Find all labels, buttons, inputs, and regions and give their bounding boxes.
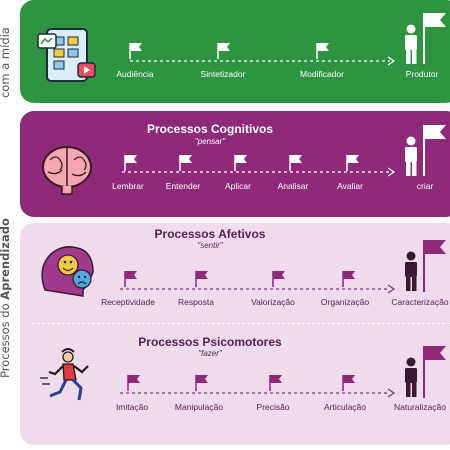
- cognitive-step-label: Analisar: [277, 181, 309, 191]
- flag-icon: [129, 42, 143, 60]
- person-with-flag-icon: [405, 13, 446, 64]
- flag-icon: [269, 374, 283, 392]
- cognitive-step-label: criar: [416, 181, 434, 191]
- flag-icon: [179, 154, 193, 172]
- person-with-flag-icon: [405, 125, 446, 176]
- psychomotor-step-label: Precisão: [256, 402, 290, 412]
- psychomotor-step-label: Imitação: [115, 402, 149, 412]
- brain-icon: [42, 146, 92, 195]
- person-with-flag-icon: [405, 346, 446, 398]
- flag-icon: [342, 270, 356, 288]
- psychomotor-step-label: Manipulação: [174, 402, 224, 412]
- cognitive-step-label: Aplicar: [225, 181, 251, 191]
- flag-icon: [346, 154, 360, 172]
- psychomotor-step-label: Naturalização: [394, 402, 446, 412]
- midia-step-label: Audiência: [116, 69, 154, 79]
- runner-icon: [40, 348, 89, 401]
- flag-icon: [234, 154, 248, 172]
- affective-step-label: Organização: [320, 297, 370, 307]
- psychomotor-title: Processos Psicomotores: [138, 335, 282, 349]
- affective-title: Processos Afetivos: [154, 227, 266, 241]
- cognitive-title: Processos Cognitivos: [146, 122, 274, 136]
- affective-step-label: Valorização: [251, 297, 295, 307]
- cognitive-step-label: Avaliar: [337, 181, 363, 191]
- affective-step-label: Resposta: [178, 297, 214, 307]
- cognitive-step-label: Entender: [165, 181, 201, 191]
- cognitive-step-label: Lembrar: [112, 181, 144, 191]
- section-divider: [32, 323, 450, 324]
- person-with-flag-icon: [405, 240, 446, 292]
- midia-panel: [20, 0, 450, 103]
- phone-app-icon: [37, 28, 96, 82]
- flag-icon: [217, 42, 231, 60]
- flag-icon: [289, 154, 303, 172]
- flag-icon: [272, 270, 286, 288]
- flag-icon: [316, 42, 330, 60]
- flag-icon: [127, 374, 141, 392]
- cognitive-subtitle: "pensar": [194, 137, 226, 146]
- affective-step-label: Caracterização: [391, 297, 449, 307]
- midia-step-label: Produtor: [405, 69, 439, 79]
- flag-icon: [124, 270, 138, 288]
- flag-icon: [195, 270, 209, 288]
- flag-icon: [124, 154, 138, 172]
- psychomotor-step-label: Articulação: [323, 402, 367, 412]
- flag-icon: [342, 374, 356, 392]
- psychomotor-subtitle: "fazer": [198, 349, 222, 358]
- flag-icon: [195, 374, 209, 392]
- affective-subtitle: "sentir": [197, 241, 223, 250]
- affective-step-label: Receptividade: [101, 297, 155, 307]
- emotions-head-icon: [41, 246, 94, 297]
- midia-step-label: Modificador: [300, 69, 344, 79]
- midia-step-label: Sintetizador: [200, 69, 246, 79]
